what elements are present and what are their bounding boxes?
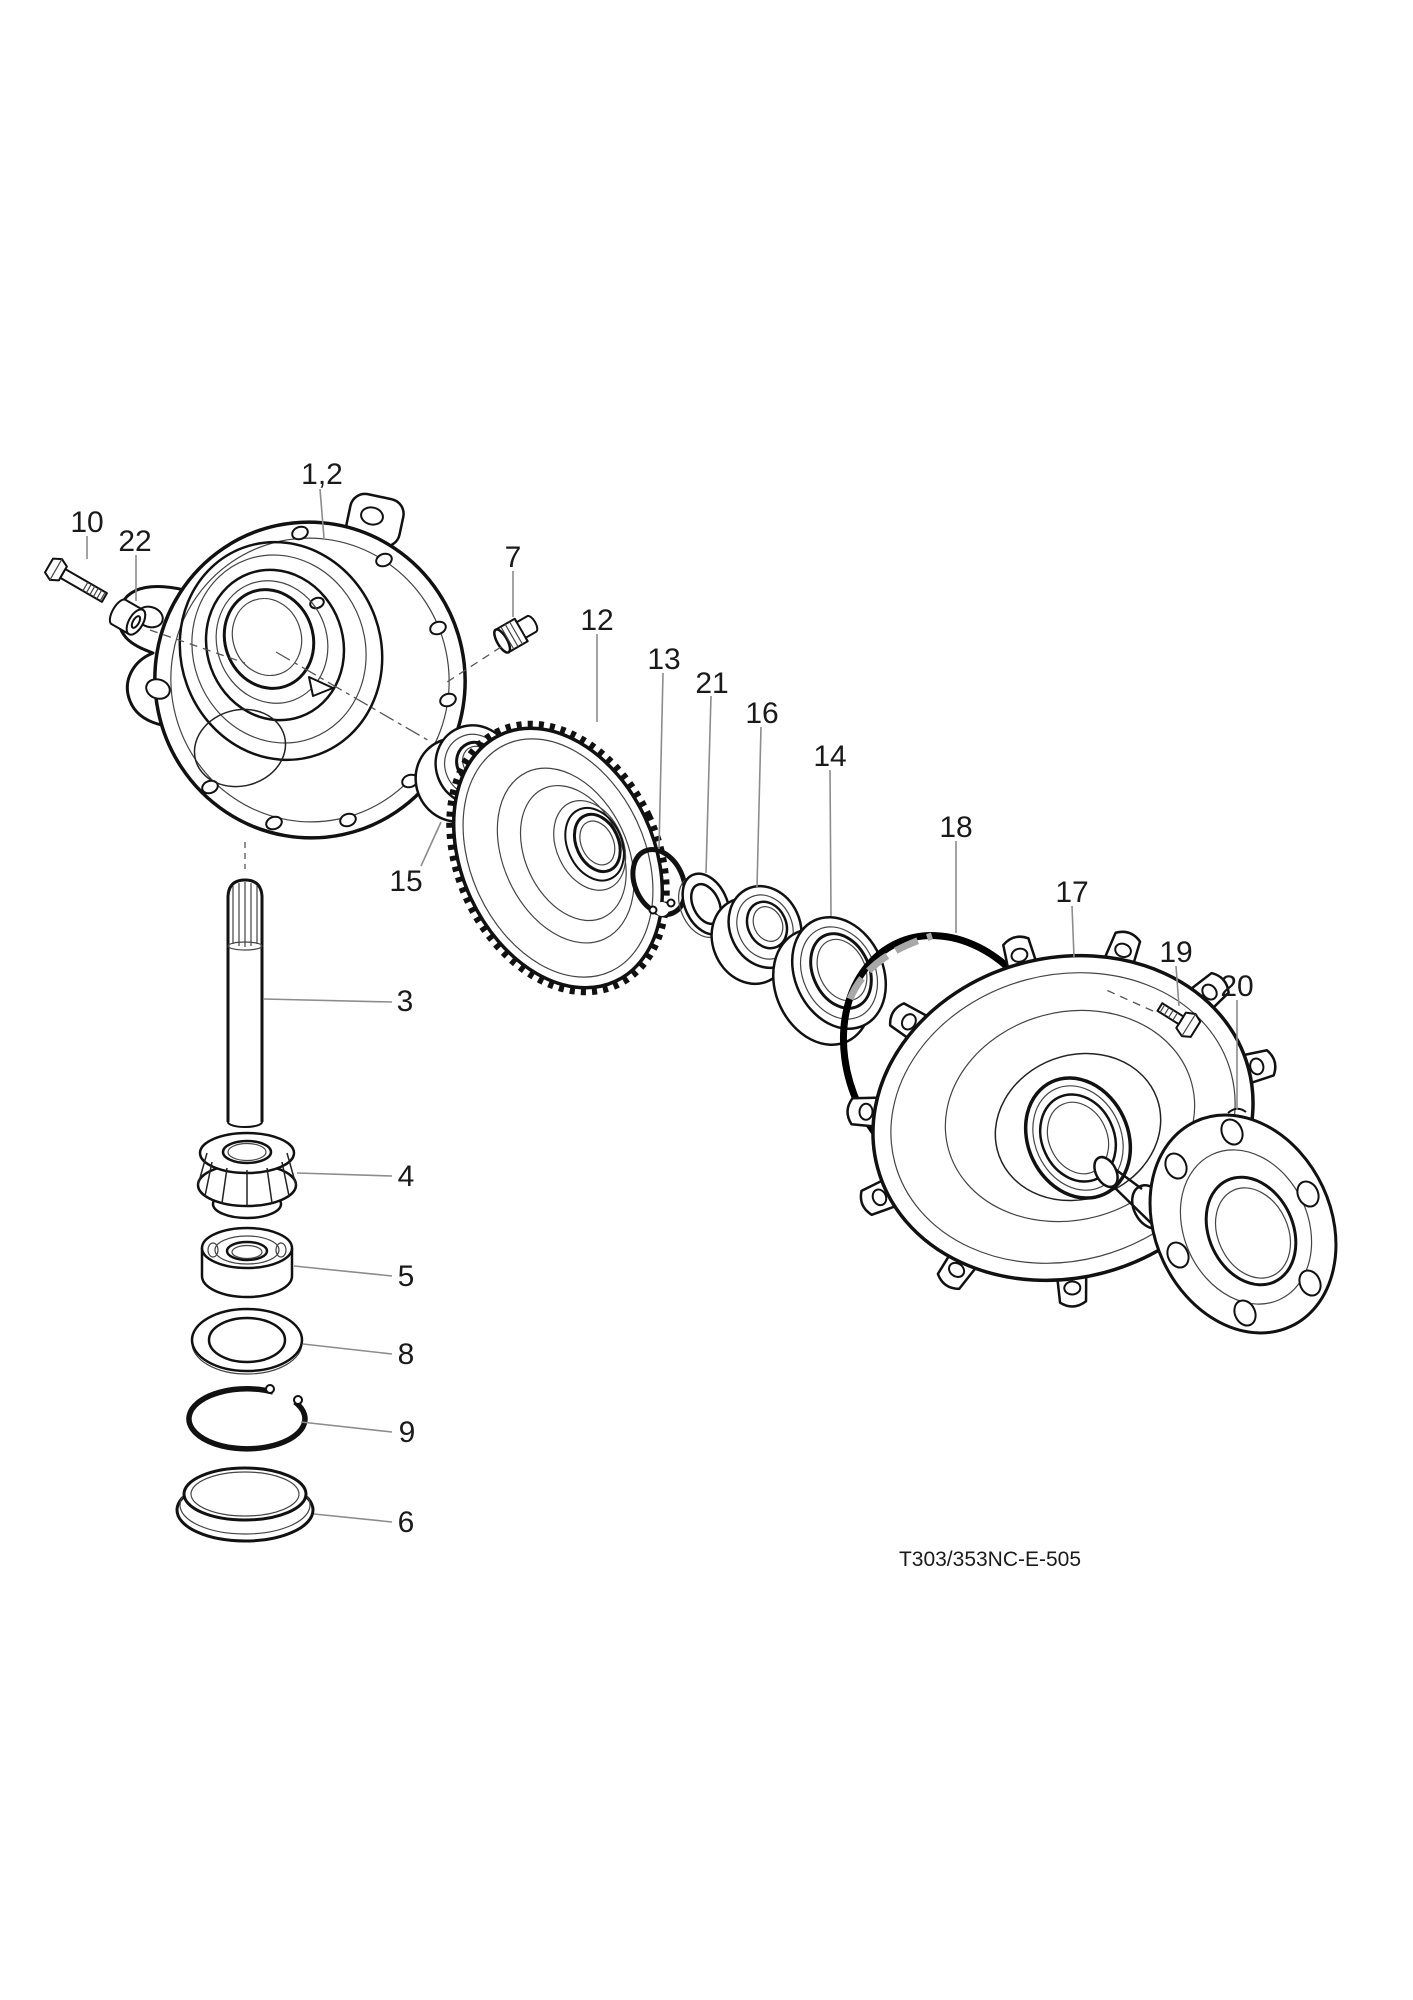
part-washer-8	[190, 1307, 304, 1375]
callout-washer-8: 8	[398, 1338, 415, 1371]
part-snap-ring-9	[186, 1384, 308, 1452]
callout-o-ring-18: 18	[939, 811, 972, 844]
part-ring-gear-12	[446, 720, 670, 996]
callout-seal-14: 14	[813, 740, 846, 773]
callout-shaft-3: 3	[397, 985, 414, 1018]
callout-bearing-15: 15	[389, 865, 422, 898]
part-bearing-5	[200, 1226, 294, 1299]
part-bevel-gear-4	[196, 1131, 298, 1220]
callout-bearing-16: 16	[745, 697, 778, 730]
part-hub-20	[1148, 1107, 1338, 1335]
part-cap-6	[175, 1466, 315, 1543]
callout-cover-17: 17	[1055, 876, 1088, 909]
callout-plug-7: 7	[505, 541, 522, 574]
callout-bolt-19: 19	[1159, 936, 1192, 969]
callout-gear-4: 4	[398, 1160, 415, 1193]
part-spacer-22	[108, 598, 147, 636]
callout-ring-13: 13	[647, 643, 680, 676]
part-axle-housing-1-2	[117, 492, 467, 840]
figure-code: T303/353NC-E-505	[899, 1548, 1081, 1571]
part-snap-ring-13	[630, 847, 688, 917]
part-plug-7	[493, 614, 539, 654]
callout-spacer-22: 22	[118, 525, 151, 558]
part-bolt-19	[1156, 1002, 1202, 1038]
callout-cap-6: 6	[398, 1506, 415, 1539]
bore-key-notch	[308, 676, 334, 697]
assembly-lines	[149, 629, 1154, 1012]
callout-housing: 1,2	[301, 458, 343, 491]
callout-gear-12: 12	[580, 604, 613, 637]
part-axle-shaft-3	[226, 878, 264, 1128]
callout-shim-21: 21	[695, 667, 728, 700]
callouts: 1,2 10 22 7 12 13 21 16 14 18 17 19 20 1…	[70, 458, 1253, 1539]
leader-lines	[86, 488, 1238, 1523]
callout-ring-9: 9	[399, 1416, 416, 1449]
callout-bearing-5: 5	[398, 1260, 415, 1293]
callout-bolt-10: 10	[70, 506, 103, 539]
callout-hub-20: 20	[1220, 970, 1253, 1003]
part-bolt-10	[44, 557, 108, 603]
